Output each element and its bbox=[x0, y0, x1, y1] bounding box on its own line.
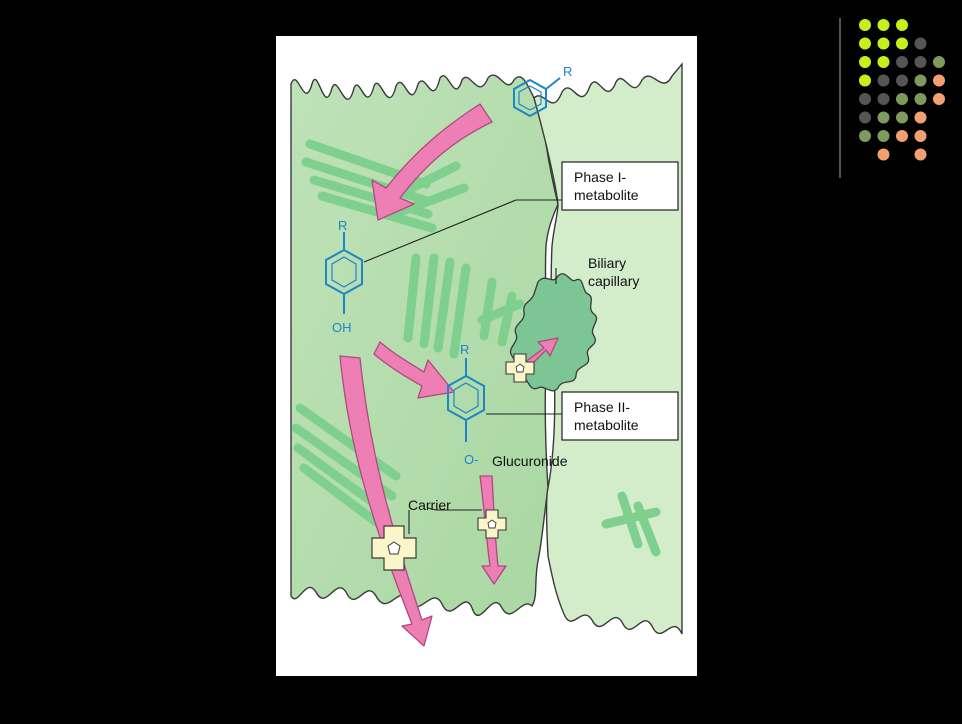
decorative-dot bbox=[896, 56, 908, 68]
decorative-dot bbox=[859, 38, 871, 50]
decorative-dot bbox=[878, 38, 890, 50]
phase1-label-box: Phase I- metabolite bbox=[562, 162, 678, 210]
decorative-dot bbox=[878, 93, 890, 105]
decorative-dot bbox=[896, 75, 908, 87]
decorative-dot bbox=[933, 75, 945, 87]
decorative-dot bbox=[933, 93, 945, 105]
decorative-dot bbox=[933, 56, 945, 68]
decorative-dot bbox=[915, 149, 927, 161]
phase2-label-line1: Phase II- bbox=[574, 399, 630, 415]
phase2-label-line2: metabolite bbox=[574, 417, 639, 433]
decorative-dot bbox=[915, 112, 927, 124]
decorative-dot bbox=[896, 130, 908, 142]
decorative-dot bbox=[878, 56, 890, 68]
decorative-dot bbox=[915, 38, 927, 50]
decorative-dot bbox=[896, 112, 908, 124]
hepatocyte-metabolism-diagram: R R OH R O- bbox=[276, 36, 697, 676]
phase1-r-group: R bbox=[338, 218, 347, 233]
decorative-dot bbox=[859, 93, 871, 105]
decorative-dot bbox=[859, 75, 871, 87]
decorative-dot bbox=[896, 38, 908, 50]
decorative-dot bbox=[896, 93, 908, 105]
decorative-dot bbox=[915, 56, 927, 68]
phase1-label-line1: Phase I- bbox=[574, 169, 626, 185]
glucuronide-label: Glucuronide bbox=[492, 453, 568, 469]
decorative-dot bbox=[878, 112, 890, 124]
decorative-dot bbox=[915, 130, 927, 142]
carrier-label: Carrier bbox=[408, 497, 451, 513]
dot-pattern bbox=[859, 19, 945, 161]
biliary-label-line2: capillary bbox=[588, 273, 639, 289]
phase2-label-box: Phase II- metabolite bbox=[562, 392, 678, 440]
decorative-dot bbox=[915, 93, 927, 105]
decorative-dot bbox=[859, 112, 871, 124]
phase1-label-line2: metabolite bbox=[574, 187, 639, 203]
decorative-dot bbox=[878, 75, 890, 87]
phase1-hydroxyl: OH bbox=[332, 320, 352, 335]
decorative-dot bbox=[915, 75, 927, 87]
parent-r-group: R bbox=[563, 64, 572, 79]
biliary-label-line1: Biliary bbox=[588, 255, 626, 271]
decorative-dot bbox=[878, 149, 890, 161]
decorative-dot bbox=[896, 19, 908, 31]
phase2-ether-link: O- bbox=[464, 452, 478, 467]
decorative-dot bbox=[859, 56, 871, 68]
figure-panel: R R OH R O- bbox=[276, 36, 697, 676]
decorative-dot bbox=[859, 19, 871, 31]
phase2-r-group: R bbox=[460, 342, 469, 357]
decorative-dot bbox=[878, 19, 890, 31]
decorative-dot bbox=[859, 130, 871, 142]
decorative-dot bbox=[878, 130, 890, 142]
